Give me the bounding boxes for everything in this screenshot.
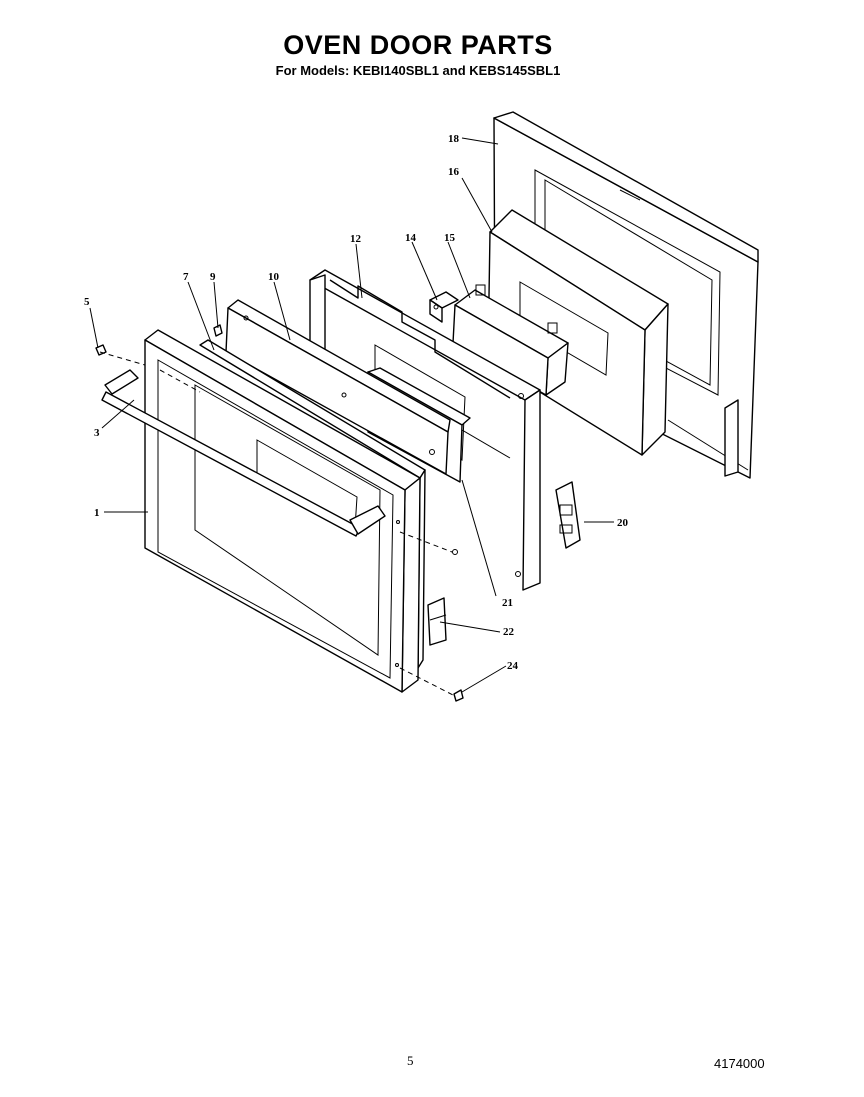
alignment-lines xyxy=(99,351,456,697)
models-subtitle: For Models: KEBI140SBL1 and KEBS145SBL1 xyxy=(275,63,561,78)
document-number: 4174000 xyxy=(714,1056,765,1071)
callout-18: 18 xyxy=(448,133,460,145)
callout-22: 22 xyxy=(503,626,515,638)
callout-3: 3 xyxy=(94,427,100,439)
callout-7: 7 xyxy=(183,271,189,283)
callout-21: 21 xyxy=(502,597,513,609)
callout-15: 15 xyxy=(444,232,456,244)
leader-lines xyxy=(89,137,614,693)
callout-20: 20 xyxy=(617,517,629,529)
part-1-outer-door xyxy=(144,329,421,693)
callout-24: 24 xyxy=(507,660,519,672)
callout-9: 9 xyxy=(210,271,216,283)
callout-1: 1 xyxy=(94,507,100,519)
part-10-trim-panel xyxy=(225,299,451,475)
part-3-handle xyxy=(101,369,386,537)
callout-12: 12 xyxy=(350,233,362,245)
callout-16: 16 xyxy=(448,166,460,178)
page-title: OVEN DOOR PARTS xyxy=(283,30,553,60)
page-number: 5 xyxy=(407,1053,414,1068)
part-22-lower-bracket xyxy=(427,597,447,646)
part-14-bracket xyxy=(429,291,459,323)
callout-10: 10 xyxy=(268,271,280,283)
part-15-vent-duct xyxy=(452,284,569,396)
callout-labels: 18 16 15 14 12 10 9 7 5 3 1 20 21 22 24 xyxy=(84,133,629,672)
callout-5: 5 xyxy=(84,296,90,308)
callout-14: 14 xyxy=(405,232,417,244)
part-20-hinge xyxy=(555,481,581,549)
